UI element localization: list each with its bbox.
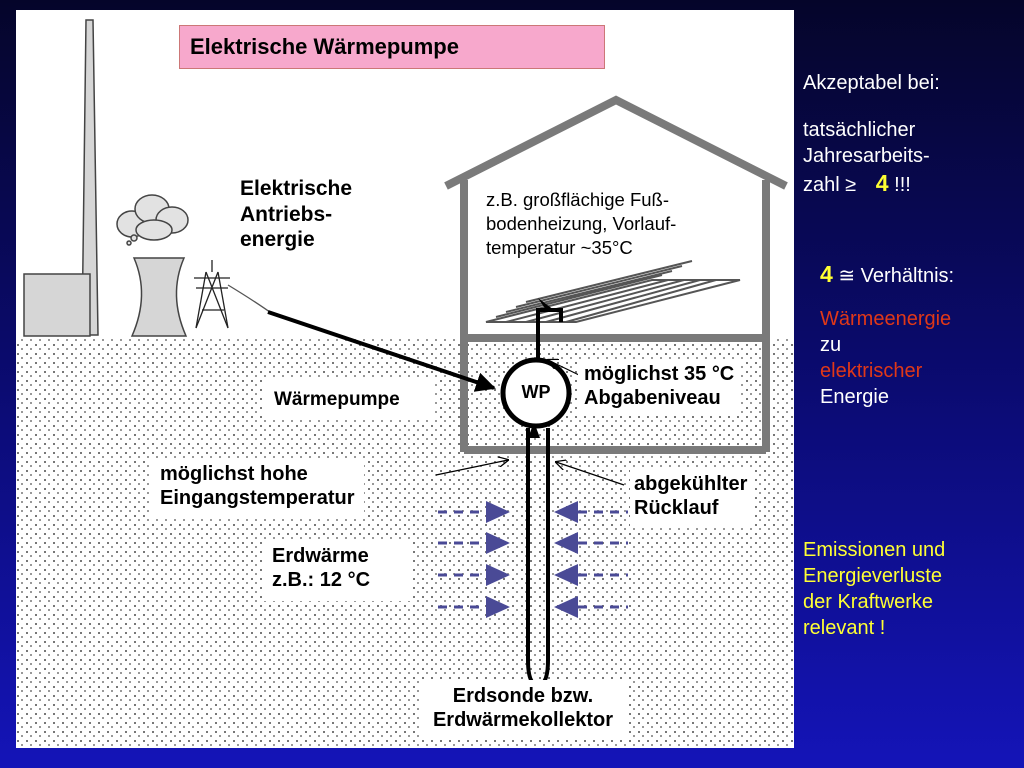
annual-performance-value-row: zahl ≥ 4 !!! (803, 170, 911, 196)
drive-energy-label: Elektrische Antriebs- energie (240, 177, 353, 252)
wp-label: WP (521, 382, 551, 402)
heat-pump-diagram: Elektrische Wärmepumpe Elektrische Antri… (16, 10, 794, 748)
ground-probe-label: Erdsonde bzw. Erdwärmekollektor (420, 680, 626, 739)
floor-heating-label: z.B. großflächige Fuß- bodenheizung, Vor… (486, 189, 677, 259)
floor-heating-pipes (485, 260, 741, 323)
house (444, 95, 788, 454)
input-temperature-label: möglichst hohe Eingangstemperatur (152, 458, 365, 519)
return-flow-label: abgekühlter Rücklauf (630, 470, 756, 527)
electric-energy-arrow (267, 310, 496, 392)
diagram-title: Elektrische Wärmepumpe (179, 25, 605, 69)
cooling-tower (116, 194, 189, 337)
heat-pump-label: Wärmepumpe (264, 380, 434, 420)
power-pylon (194, 260, 275, 329)
ratio-heading: 4 ≅ Verhältnis: (820, 261, 955, 287)
emissions-note: Emissionen und Energieverluste der Kraft… (803, 539, 946, 639)
return-arrowhead (528, 422, 540, 438)
heat-pump-circle (500, 357, 572, 429)
output-level-label: möglichst 35 °C Abgabeniveau (578, 360, 741, 413)
geothermal-label: Erdwärme z.B.: 12 °C (264, 540, 412, 601)
annual-performance-text: tatsächlicher Jahresarbeits- zahl ≥ 4 !!… (803, 117, 930, 199)
power-plant (23, 19, 99, 337)
acceptable-heading: Akzeptabel bei: (803, 72, 940, 94)
heat-flow-arrows (438, 501, 628, 618)
ratio-definition: Wärmeenergie zu elektrischer Energie (820, 308, 952, 408)
